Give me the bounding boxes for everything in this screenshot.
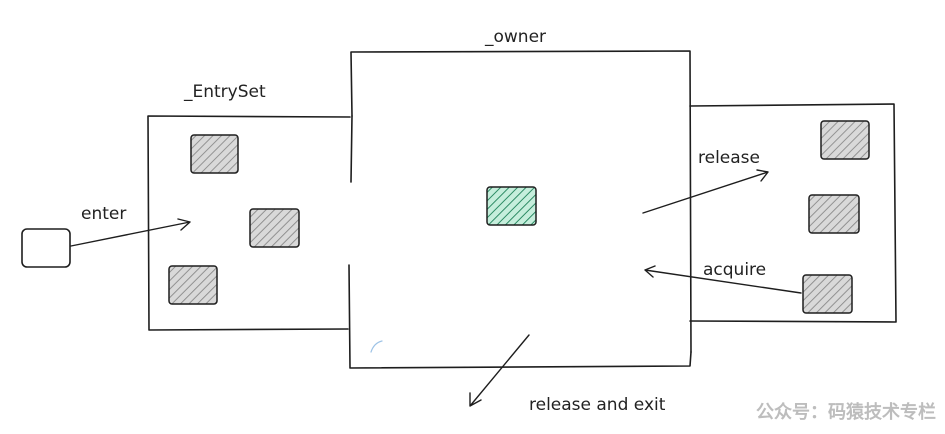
wait-thread-1 [820,120,870,160]
release-and-exit-label: release and exit [529,395,666,415]
acquire-arrow [644,265,802,294]
owner-thread [486,186,537,226]
acquire-label: acquire [703,260,766,280]
entry-set-box [147,115,351,331]
enter-arrow [70,218,191,247]
owner-title: _owner [484,27,546,47]
owner-box-left-upper [350,115,353,183]
sketch-mark [370,340,383,353]
enter-label: enter [81,204,126,224]
owner-box-bottom [348,264,692,369]
owner-box-top [350,50,692,353]
wait-thread-2 [808,194,860,234]
release-label: release [698,148,760,168]
entry-set-title: _EntrySet [183,82,266,102]
release-and-exit-arrow [469,334,530,407]
release-arrow [642,169,769,214]
incoming-thread [21,228,71,268]
watermark: 公众号：码猿技术专栏 [756,401,936,423]
entry-thread-1 [190,134,239,174]
entry-thread-2 [249,208,300,248]
entry-thread-3 [168,265,218,305]
wait-set-box [689,103,897,323]
wait-thread-3 [802,274,853,314]
